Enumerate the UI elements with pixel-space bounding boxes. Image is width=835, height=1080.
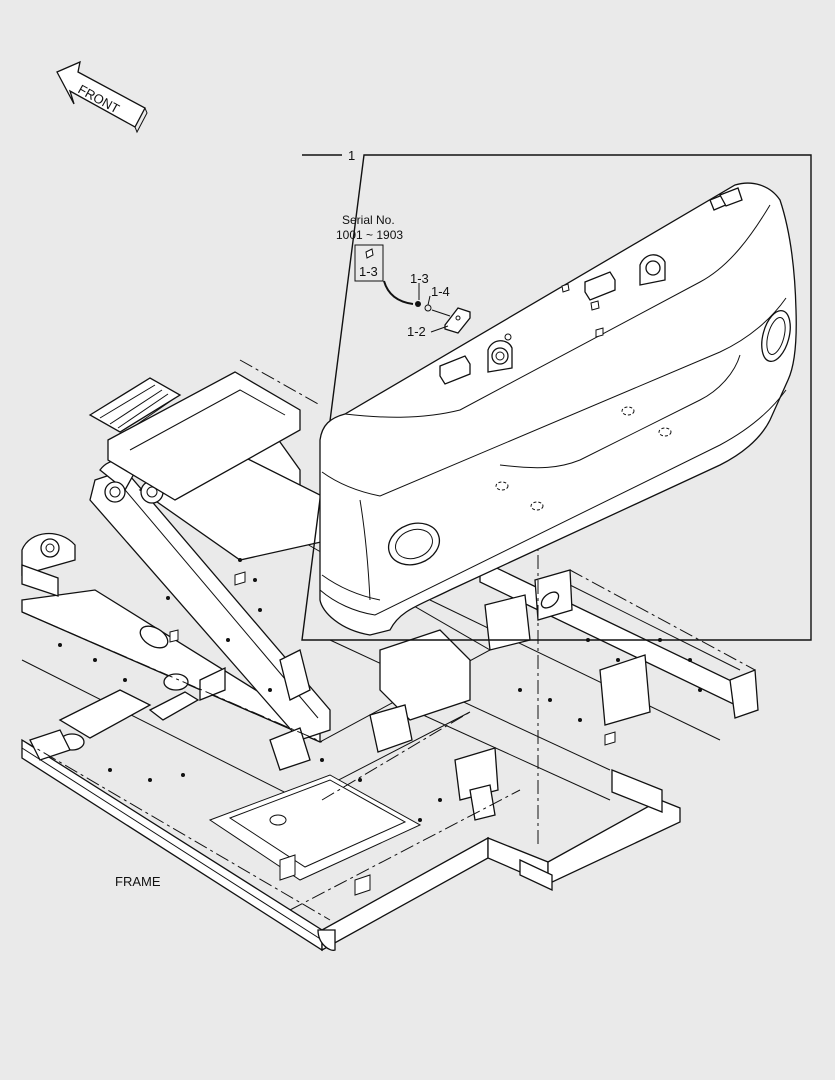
part-label-1-4: 1-4 (431, 284, 450, 299)
counterweight-drawing (319, 182, 797, 636)
serial-note-line1: Serial No. (342, 213, 395, 227)
upper-frame-drawing (21, 371, 759, 952)
serial-note: Serial No. 1001 ~ 1903 1-3 (336, 213, 403, 282)
washer-icon (424, 304, 432, 312)
leader-lines (383, 280, 449, 333)
serial-note-line2: 1001 ~ 1903 (336, 228, 403, 242)
bolt-icon (415, 301, 421, 307)
part-label-1-2: 1-2 (407, 324, 426, 339)
front-arrow-icon: FRONT (56, 60, 148, 134)
part-label-1-3: 1-3 (410, 271, 429, 286)
bracket-part (415, 301, 471, 334)
part-label-1-3-boxed: 1-3 (359, 264, 378, 279)
callout-number: 1 (348, 148, 355, 163)
centerlines (21, 359, 756, 921)
bolt-icon (365, 248, 374, 259)
frame-label: FRAME (115, 874, 161, 889)
